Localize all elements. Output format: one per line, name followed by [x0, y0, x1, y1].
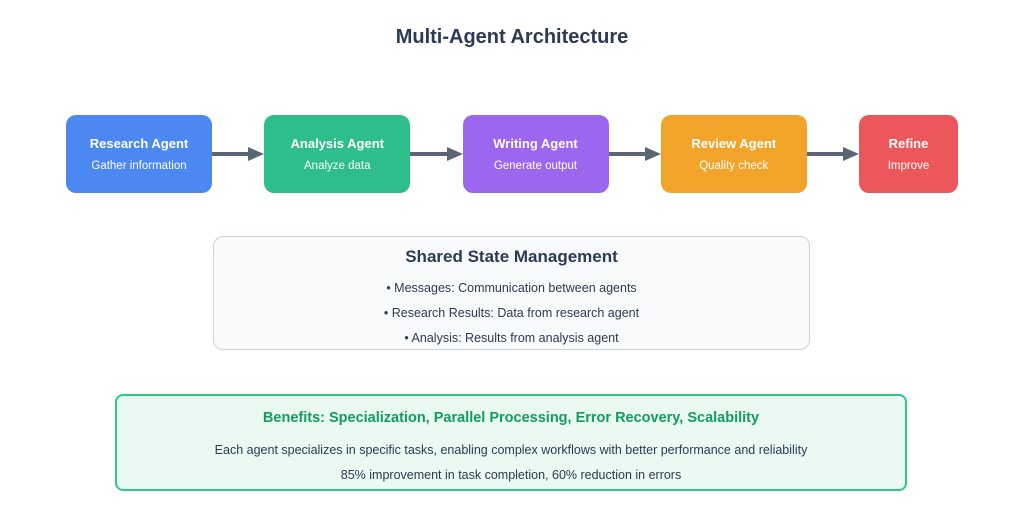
agent-description: Generate output: [493, 159, 578, 172]
benefits-description: Each agent specializes in specific tasks…: [214, 443, 808, 457]
shared-state-panel: Shared State Management • Messages: Comm…: [213, 236, 810, 350]
flow-arrow-icon: [608, 115, 661, 193]
page-title: Multi-Agent Architecture: [395, 26, 629, 48]
agent-description: Quality check: [699, 159, 769, 172]
arrow-line: [806, 152, 843, 156]
arrow-line: [608, 152, 645, 156]
shared-state-item: • Messages: Communication between agents: [386, 281, 637, 295]
benefits-title: Benefits: Specialization, Parallel Proce…: [262, 410, 760, 426]
agent-name: Research Agent: [89, 135, 189, 151]
shared-state-list: • Messages: Communication between agents…: [214, 281, 809, 346]
arrow-head-icon: [843, 147, 859, 161]
agent-name: Writing Agent: [493, 135, 578, 151]
shared-state-title: Shared State Management: [405, 247, 618, 266]
shared-state-item: • Analysis: Results from analysis agent: [404, 331, 619, 345]
flow-arrow-icon: [410, 115, 463, 193]
flow-arrow-icon: [806, 115, 859, 193]
agent-name: Refine: [888, 135, 929, 151]
agent-box-review: Review Agent Quality check: [660, 115, 807, 193]
flow-arrow-icon: [212, 115, 265, 193]
agent-name: Analysis Agent: [290, 135, 384, 151]
agent-name: Review Agent: [691, 135, 777, 151]
arrow-head-icon: [446, 147, 463, 161]
shared-state-item: • Research Results: Data from research a…: [383, 306, 640, 320]
agent-description: Analyze data: [304, 159, 371, 172]
arrow-line: [212, 152, 249, 156]
benefits-metrics: 85% improvement in task completion, 60% …: [340, 468, 682, 482]
benefits-panel: Benefits: Specialization, Parallel Proce…: [115, 394, 907, 491]
arrow-head-icon: [248, 147, 265, 161]
agent-box-refine: Refine Improve: [859, 115, 958, 193]
agent-description: Gather information: [91, 159, 187, 172]
agent-box-analysis: Analysis Agent Analyze data: [264, 115, 411, 193]
arrow-head-icon: [644, 147, 661, 161]
agent-box-research: Research Agent Gather information: [66, 115, 212, 193]
agent-box-writing: Writing Agent Generate output: [462, 115, 609, 193]
agent-description: Improve: [887, 159, 930, 172]
agent-flow: Research Agent Gather information Analys…: [66, 115, 958, 193]
arrow-line: [410, 152, 447, 156]
